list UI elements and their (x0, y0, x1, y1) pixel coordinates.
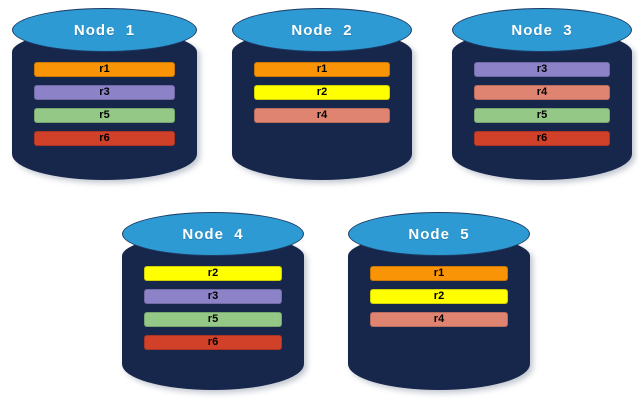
replica-bar[interactable]: r5 (474, 108, 610, 123)
replica-list: r3 r4 r5 r6 (474, 62, 610, 146)
replica-bar[interactable]: r2 (144, 266, 282, 281)
node-label: Node 2 (291, 21, 353, 39)
replica-list: r1 r2 r4 (370, 266, 508, 327)
database-node-5[interactable]: Node 5 r1 r2 r4 (348, 212, 530, 390)
database-node-1[interactable]: Node 1 r1 r3 r5 r6 (12, 8, 197, 180)
cylinder-top-disc (12, 8, 197, 52)
cylinder-body (12, 30, 197, 180)
cylinder-shape (12, 8, 197, 180)
replica-bar[interactable]: r6 (474, 131, 610, 146)
replica-bar[interactable]: r3 (34, 85, 175, 100)
node-label: Node 1 (73, 21, 136, 39)
node-label: Node 4 (182, 225, 244, 243)
replica-bar[interactable]: r4 (474, 85, 610, 100)
replica-bar[interactable]: r5 (144, 312, 282, 327)
cylinder-top-disc (348, 212, 530, 256)
replica-bar[interactable]: r3 (144, 289, 282, 304)
cylinder-body (452, 30, 632, 180)
replica-list: r1 r3 r5 r6 (34, 62, 175, 146)
cylinder-shape (232, 8, 412, 180)
replica-list: r2 r3 r5 r6 (144, 266, 282, 350)
cylinder-top-disc (122, 212, 304, 256)
database-node-3[interactable]: Node 3 r3 r4 r5 r6 (452, 8, 632, 180)
replica-bar[interactable]: r4 (370, 312, 508, 327)
replica-bar[interactable]: r2 (254, 85, 390, 100)
replica-bar[interactable]: r1 (34, 62, 175, 77)
cylinder-top-disc (452, 8, 632, 52)
replica-bar[interactable]: r3 (474, 62, 610, 77)
replica-bar[interactable]: r6 (144, 335, 282, 350)
database-node-2[interactable]: Node 2 r1 r2 r4 (232, 8, 412, 180)
replica-bar[interactable]: r6 (34, 131, 175, 146)
database-node-4[interactable]: Node 4 r2 r3 r5 r6 (122, 212, 304, 390)
node-label: Node 5 (408, 225, 470, 243)
cylinder-shape (452, 8, 632, 180)
replica-bar[interactable]: r2 (370, 289, 508, 304)
replica-bar[interactable]: r4 (254, 108, 390, 123)
replica-bar[interactable]: r1 (370, 266, 508, 281)
node-label: Node 3 (511, 21, 573, 39)
cylinder-body (232, 30, 412, 180)
cylinder-top-disc (232, 8, 412, 52)
replica-bar[interactable]: r1 (254, 62, 390, 77)
replica-bar[interactable]: r5 (34, 108, 175, 123)
replica-list: r1 r2 r4 (254, 62, 390, 123)
